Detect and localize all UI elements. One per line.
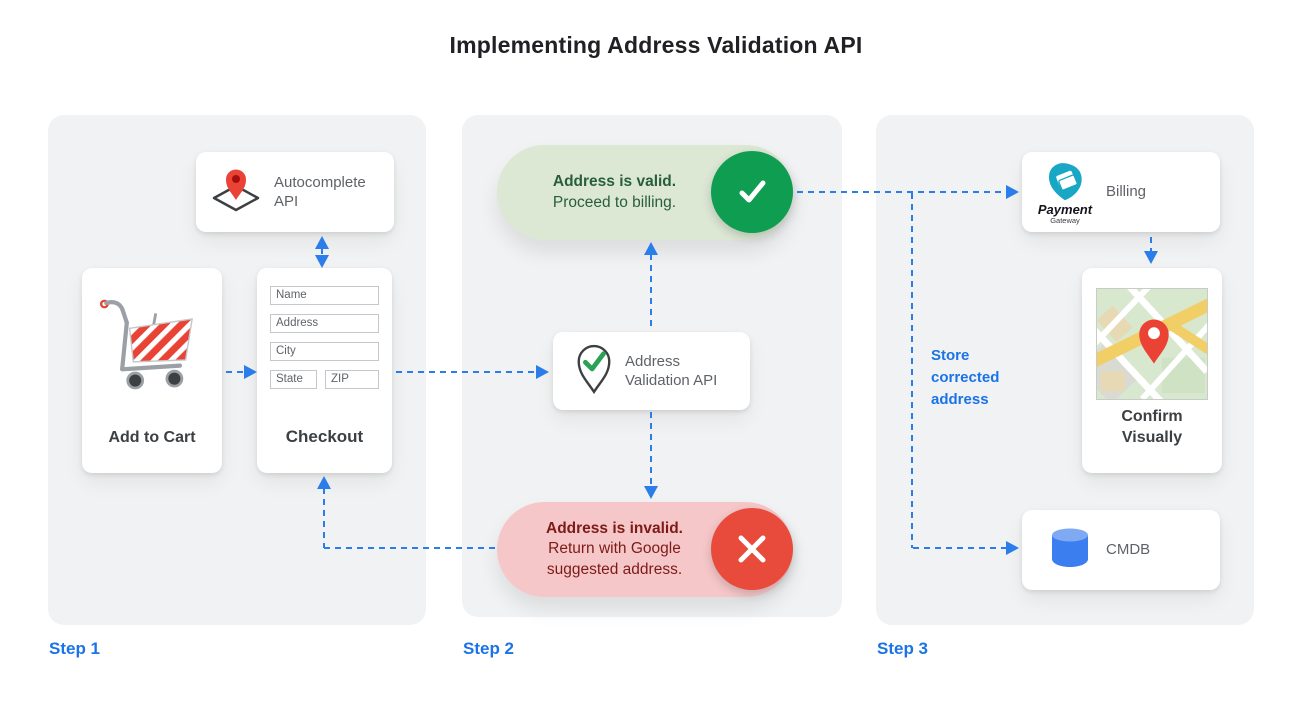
billing-label: Billing	[1106, 183, 1147, 201]
arrow-cart-to-checkout-head	[244, 365, 257, 379]
address-validation-api-card: Address Validation API	[553, 332, 750, 410]
arrow-store-branch-vertical-line	[911, 193, 913, 548]
arrow-valid-to-billing-line	[797, 191, 1006, 193]
cmdb-card: CMDB	[1022, 510, 1220, 590]
address-invalid-text: Address is invalid. Return with Google s…	[522, 502, 707, 597]
arrow-invalid-return-horizontal-line	[324, 547, 497, 549]
arrow-checkout-autocomplete-line	[321, 248, 323, 256]
arrow-invalid-return-vertical-line	[323, 488, 325, 548]
address-valid-banner: Address is valid. Proceed to billing.	[497, 145, 793, 240]
database-icon	[1044, 524, 1096, 577]
checkout-form: Name Address City State ZIP	[270, 286, 379, 389]
x-circle-icon	[711, 508, 793, 590]
step3-label: Step 3	[877, 639, 929, 658]
city-field: City	[270, 342, 379, 361]
add-to-cart-label: Add to Cart	[108, 429, 196, 447]
store-corrected-address-note: Store corrected address	[931, 347, 1000, 408]
state-field: State	[270, 370, 317, 389]
arrow-billing-to-confirm-head	[1144, 251, 1158, 264]
confirm-visually-card: Confirm Visually	[1077, 268, 1222, 473]
address-invalid-banner: Address is invalid. Return with Google s…	[497, 502, 793, 597]
payment-gateway-logo: Payment Gateway	[1034, 160, 1096, 225]
cmdb-label: CMDB	[1106, 541, 1151, 559]
zip-field: ZIP	[325, 370, 379, 389]
step1-label: Step 1	[49, 639, 101, 658]
arrow-store-branch-horizontal-line	[913, 547, 1006, 549]
checkout-label: Checkout	[285, 427, 364, 447]
name-field: Name	[270, 286, 379, 305]
add-to-cart-card: Add to Cart	[82, 268, 222, 473]
arrow-validation-to-valid-head	[644, 242, 658, 255]
pin-check-icon	[573, 342, 615, 401]
step2-label: Step 2	[463, 639, 515, 658]
address-valid-text: Address is valid. Proceed to billing.	[522, 145, 707, 240]
confirm-visually-label: Confirm Visually	[1121, 407, 1183, 447]
arrow-cart-to-checkout-line	[226, 371, 245, 373]
address-invalid-title: Address is invalid.	[546, 519, 683, 537]
address-invalid-subtitle: Return with Google suggested address.	[546, 540, 683, 578]
map-thumbnail	[1077, 277, 1218, 410]
address-valid-title: Address is valid.	[552, 173, 677, 191]
arrow-invalid-return-head	[317, 476, 331, 489]
checkout-card: Name Address City State ZIP Checkout	[257, 268, 392, 473]
arrow-checkout-autocomplete-down-head	[315, 255, 329, 268]
autocomplete-api-card: Autocomplete API	[196, 152, 394, 232]
check-circle-icon	[711, 151, 793, 233]
arrow-validation-to-valid-line	[650, 254, 652, 330]
payment-logo-subtitle: Gateway	[1050, 215, 1080, 225]
arrow-billing-to-confirm-line	[1150, 237, 1152, 252]
arrow-validation-to-invalid-head	[644, 486, 658, 499]
autocomplete-api-label: Autocomplete API	[274, 173, 366, 211]
arrow-store-branch-head	[1006, 541, 1019, 555]
address-field: Address	[270, 314, 379, 333]
arrow-valid-to-billing-head	[1006, 185, 1019, 199]
arrow-checkout-to-validation-line	[396, 371, 536, 373]
address-valid-subtitle: Proceed to billing.	[552, 193, 677, 211]
billing-card: Payment Gateway Billing	[1022, 152, 1220, 232]
page-title: Implementing Address Validation API	[449, 32, 863, 58]
map-pin-diamond-icon	[208, 162, 264, 223]
arrow-checkout-autocomplete-up-head	[315, 236, 329, 249]
arrow-checkout-to-validation-head	[536, 365, 549, 379]
address-validation-api-label: Address Validation API	[625, 352, 718, 390]
shopping-cart-icon	[82, 294, 222, 398]
payment-logo-title: Payment	[1037, 201, 1093, 217]
arrow-validation-to-invalid-line	[650, 412, 652, 486]
